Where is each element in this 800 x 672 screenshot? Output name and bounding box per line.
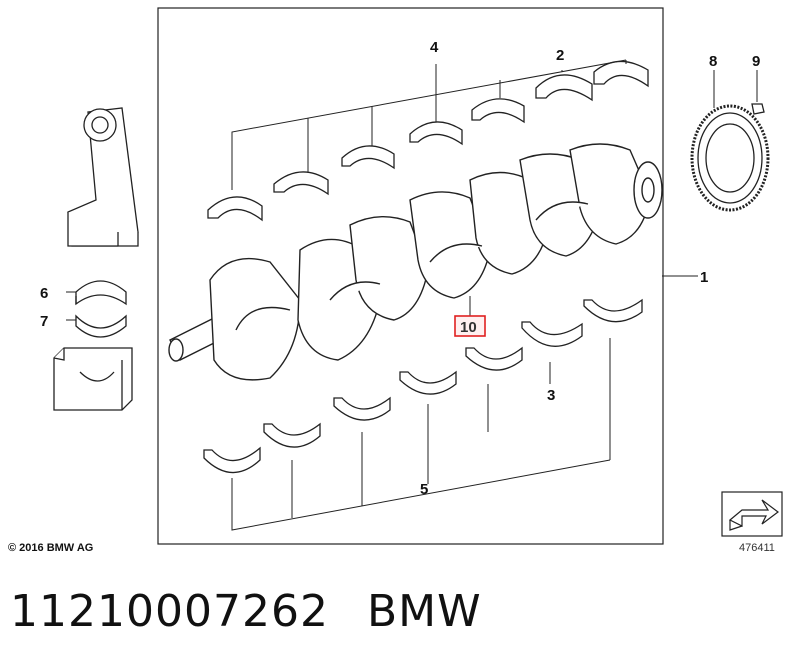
conrod-cap	[53, 347, 133, 411]
conrod-bearing-upper	[75, 280, 127, 306]
conrod-bearing-lower	[75, 314, 127, 338]
callout-10-highlight-box	[454, 315, 486, 337]
callout-1: 1	[700, 269, 708, 286]
main-bearing-upper-shells	[207, 60, 649, 222]
crankshaft	[168, 143, 663, 381]
gear-ring	[690, 104, 770, 212]
callout-9: 9	[752, 53, 760, 70]
connecting-rod	[67, 107, 139, 247]
copyright-notice: © 2016 BMW AG	[8, 542, 94, 554]
callout-4: 4	[430, 39, 439, 56]
part-number: 11210007262	[10, 586, 329, 637]
bolt	[751, 103, 765, 115]
part-title: 11210007262 BMW	[10, 586, 520, 637]
callout-10: 10	[460, 319, 477, 336]
callout-5: 5	[420, 481, 428, 498]
brand-name: BMW	[366, 586, 482, 637]
callout-2: 2	[556, 47, 564, 64]
callout-6: 6	[40, 285, 48, 302]
main-bearing-lower-shells	[203, 298, 643, 474]
diagram-arrow-icon	[721, 491, 783, 537]
leader-lines	[66, 59, 758, 531]
callout-7: 7	[40, 313, 48, 330]
callout-3: 3	[547, 387, 555, 404]
diagram-number: 476411	[739, 542, 775, 554]
callout-8: 8	[709, 53, 717, 70]
